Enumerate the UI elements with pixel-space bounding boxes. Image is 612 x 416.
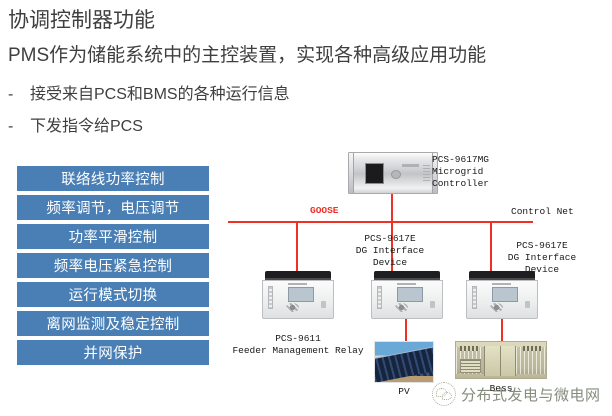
feature-list: 联络线功率控制 频率调节，电压调节 功率平滑控制 频率电压紧急控制 运行模式切换… (17, 166, 209, 369)
rack-ear-right-icon (431, 153, 437, 193)
watermark: 分布式发电与微电网 (432, 382, 601, 406)
link-dg-interface-1-to-pv (405, 319, 407, 341)
relay-keypad-icon (286, 302, 300, 313)
asset-pv-photo (374, 341, 434, 383)
bullet-text: 接受来自PCS和BMS的各种运行信息 (30, 86, 290, 103)
pv-ground (375, 375, 433, 382)
link-controller-to-bus (391, 194, 393, 222)
relay-indicator-icon (321, 300, 327, 309)
device-model: PCS-9611 (275, 333, 321, 344)
watermark-text: 分布式发电与微电网 (461, 386, 601, 404)
relay-top-panel (373, 271, 441, 281)
relay-lcd-display-icon (287, 287, 315, 302)
relay-terminal-strip-icon (376, 286, 383, 310)
feature-box-tie-line-power-control: 联络线功率控制 (17, 166, 209, 191)
relay-brand-mark (287, 282, 307, 286)
bess-vent-left-icon (459, 346, 480, 352)
bullet-item-2: -下发指令给PCS (8, 112, 143, 136)
relay-terminal-strip-icon (471, 286, 478, 310)
rack-ear-left-icon (349, 153, 355, 193)
controller-display-icon (364, 163, 385, 184)
device-desc-line1: DG Interface (507, 252, 577, 263)
bess-grille-icon (459, 358, 482, 373)
relay-top-panel (264, 271, 332, 281)
relay-front-panel (262, 279, 334, 319)
bess-vent-right-icon (522, 346, 543, 352)
device-model: PCS-9617MG (432, 154, 490, 165)
relay-terminal-strip-icon (267, 286, 274, 310)
label-dg-interface-2: PCS-9617E DG Interface Device (494, 240, 590, 276)
relay-brand-mark (396, 282, 416, 286)
feature-box-power-smoothing-control: 功率平滑控制 (17, 224, 209, 249)
label-microgrid-controller: PCS-9617MG Microgrid Controller (432, 154, 489, 190)
controller-vent-icon (422, 165, 430, 181)
relay-lcd-display-icon (491, 287, 519, 302)
label-feeder-management-relay: PCS-9611 Feeder Management Relay (232, 333, 364, 357)
network-bus-line (228, 221, 533, 223)
feature-box-frequency-voltage-emergency-control: 频率电压紧急控制 (17, 253, 209, 278)
device-model: PCS-9617E (516, 240, 568, 251)
bullet-marker: - (8, 118, 14, 135)
device-dg-interface-1 (371, 271, 443, 319)
link-bus-to-feeder-relay (296, 221, 298, 271)
device-desc-line2: Device (524, 264, 560, 275)
feature-box-frequency-voltage-regulation: 频率调节，电压调节 (17, 195, 209, 220)
bess-doors-icon (483, 345, 517, 377)
link-dg-interface-2-to-bess (501, 319, 503, 341)
caption-bess: Bess (489, 383, 513, 394)
bullet-text: 下发指令给PCS (30, 118, 143, 135)
device-desc-line1: DG Interface (355, 245, 425, 256)
feature-box-operating-mode-switching: 运行模式切换 (17, 282, 209, 307)
controller-knob-icon (391, 169, 402, 179)
slide-subtitle: PMS作为储能系统中的主控装置，实现各种高级应用功能 (8, 45, 487, 66)
relay-keypad-icon (395, 302, 409, 313)
caption-pv: PV (398, 386, 410, 397)
asset-bess-container (455, 341, 547, 379)
page-title: 协调控制器功能 (8, 9, 155, 32)
feature-box-grid-connection-protection: 并网保护 (17, 340, 209, 365)
bullet-marker: - (8, 86, 14, 103)
link-bus-to-dg-interface-2 (490, 221, 492, 271)
device-desc-line1: Feeder Management Relay (232, 345, 364, 356)
relay-brand-mark (491, 282, 511, 286)
device-desc-line2: Device (372, 257, 408, 268)
device-dg-interface-2 (466, 271, 538, 319)
relay-top-panel (468, 271, 536, 281)
device-model: PCS-9617E (364, 233, 416, 244)
controller-brand-mark (401, 163, 420, 167)
feature-box-islanding-detection-stability-control: 离网监测及稳定控制 (17, 311, 209, 336)
relay-lcd-display-icon (396, 287, 424, 302)
device-desc-line1: Microgrid (432, 166, 484, 177)
label-dg-interface-1: PCS-9617E DG Interface Device (342, 233, 438, 269)
label-control-net: Control Net (511, 206, 574, 217)
device-microgrid-controller (348, 152, 438, 194)
device-desc-line2: Controller (432, 178, 490, 189)
relay-keypad-icon (490, 302, 504, 313)
device-feeder-management-relay (262, 271, 334, 319)
relay-indicator-icon (430, 300, 436, 309)
link-bus-to-dg-interface-1 (391, 221, 393, 271)
label-goose: GOOSE (310, 205, 339, 216)
relay-indicator-icon (525, 300, 531, 309)
wechat-icon (432, 382, 456, 406)
bullet-item-1: -接受来自PCS和BMS的各种运行信息 (8, 80, 290, 104)
